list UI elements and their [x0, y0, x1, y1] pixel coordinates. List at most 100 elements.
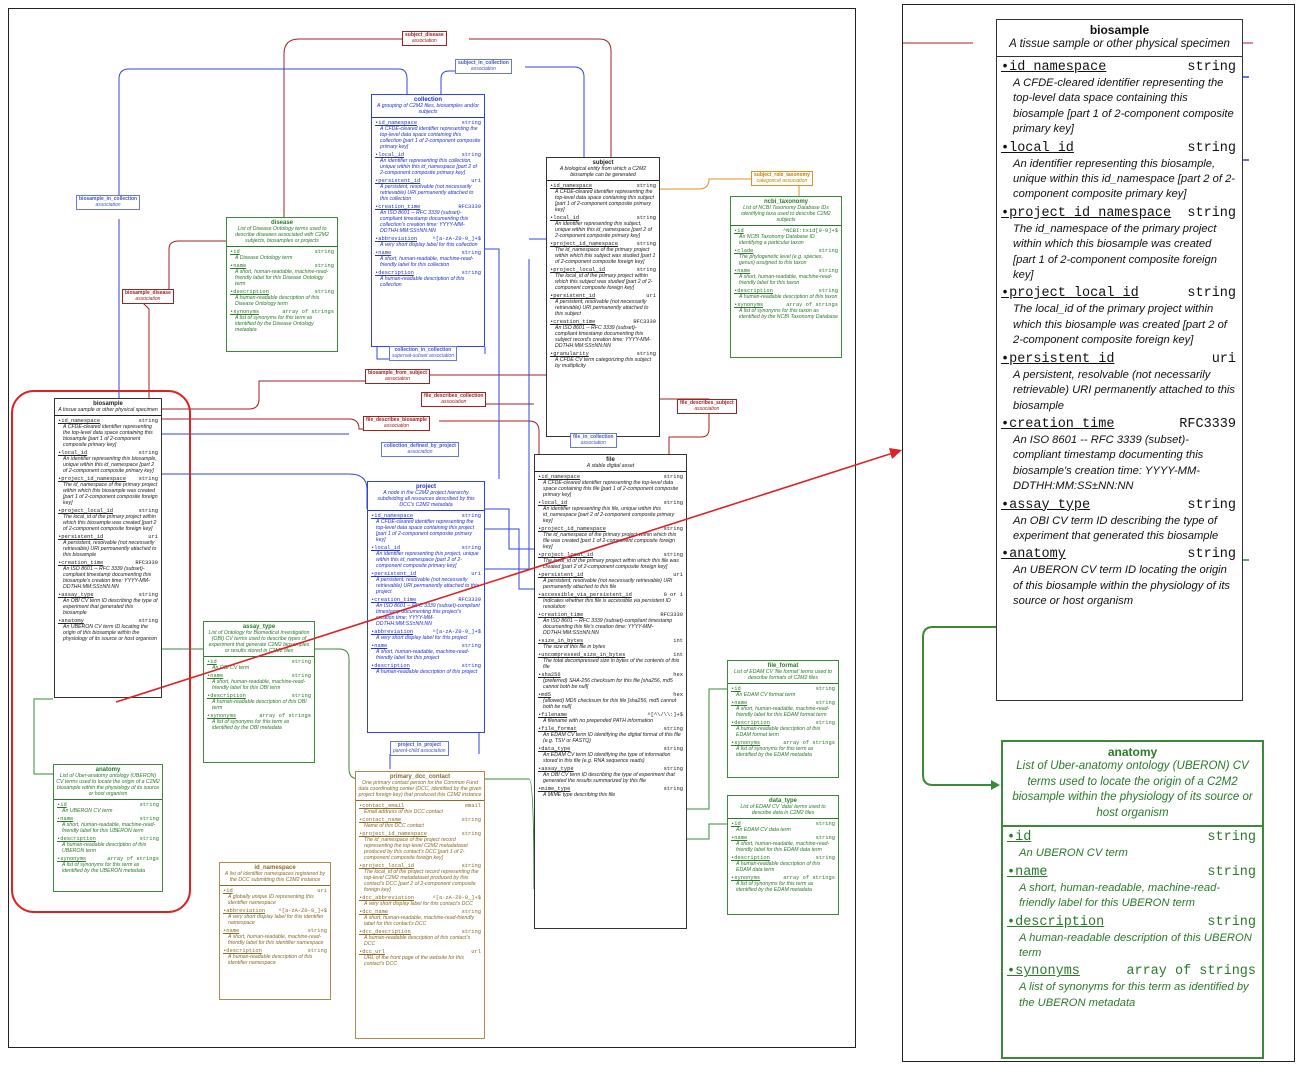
field-description: An identifier representing this project,… [376, 551, 479, 569]
field-type: string [815, 700, 835, 706]
zoom-field-type: string [1187, 205, 1236, 221]
field-name: •synonyms [734, 302, 764, 308]
entity-description: A stable digital asset [586, 463, 635, 469]
field-description: A human-readable description of this Dis… [235, 295, 320, 307]
field-description: Name of this DCC contact [364, 823, 424, 829]
field-description: An EDAM CV data term [736, 827, 791, 833]
field-name: •data_type [538, 746, 571, 752]
field-description: An EDAM CV term ID identifying the type … [543, 752, 671, 764]
field-name: •dcc_abbreviation [359, 895, 414, 901]
field-description: A persistent, resolvable (not necessaril… [380, 184, 474, 202]
field-name: •project_id_namespace [359, 831, 427, 837]
zoom-field-name: •description [1007, 914, 1105, 930]
zoom-field-description: The local_id of the primary project with… [1013, 303, 1227, 347]
association-kind: association [441, 398, 467, 405]
connector-line [283, 38, 402, 55]
zoom-field-type: string [1207, 830, 1256, 846]
field-description: A very short display label for this proj… [376, 635, 468, 641]
association-kind: association [694, 405, 720, 412]
zoom-field-type: array of strings [1126, 964, 1256, 980]
zoom-field-name: •id_namespace [1001, 60, 1107, 75]
field-description: An OBI CV term [212, 665, 250, 671]
field-description: The size of this file in bytes [543, 644, 606, 650]
field-type: string [815, 686, 835, 692]
field-type: ^[^\/\\:]+$ [647, 712, 683, 718]
field-type: array of strings [783, 740, 835, 746]
zoom-biosample-entity[interactable]: biosample A tissue sample or other physi… [996, 19, 1243, 701]
field-description: Email address of this DCC contact [364, 809, 443, 815]
field-description: A short, human-readable, machine-read-fr… [739, 274, 833, 286]
zoom-anatomy-entity[interactable]: anatomy List of Uber-anatomy ontology (U… [1001, 740, 1264, 1059]
field-description: An OBI CV term ID describing the type of… [543, 772, 675, 784]
association-kind: supersat-subset association [392, 352, 454, 359]
association-kind: association [470, 65, 496, 72]
field-name: •id [734, 228, 744, 234]
field-type: RFC3339 [633, 319, 656, 325]
zoom-field-type: uri [1211, 351, 1236, 367]
field-description: An UBERON CV term [62, 808, 113, 814]
field-name: •name [223, 928, 240, 934]
field-name: •abbreviation [223, 908, 266, 914]
zoom-anatomy-description: List of Uber-anatomy ontology (UBERON) C… [1012, 760, 1253, 819]
field-description: The id_namespace of the project record r… [364, 837, 468, 861]
zoom-field-type: string [1207, 864, 1256, 880]
field-type: uri [646, 293, 656, 299]
field-description: A short, human-readable, machine-read-fr… [736, 841, 830, 853]
field-name: •file_format [538, 726, 577, 732]
field-type: array of strings [282, 309, 334, 315]
field-description: A CFDE CV term categorizing this subject… [555, 357, 652, 369]
field-description: The local_id of the project record repre… [364, 869, 479, 893]
field-type: string [461, 929, 481, 935]
field-name: •description [223, 948, 262, 954]
field-description: The total decompressed size in bytes of … [543, 658, 680, 670]
association-name: subject_disease [405, 32, 444, 38]
field-description: A short, human-readable, machine-read-fr… [228, 934, 324, 946]
zoom-field-name: •synonyms [1007, 964, 1080, 980]
field-type: ^[a-zA-Z0-9_]+$ [432, 236, 481, 242]
connector-line [485, 248, 500, 479]
zoom-anatomy-header: anatomy List of Uber-anatomy ontology (U… [1003, 742, 1262, 828]
field-description: A list of synonyms for this term as iden… [235, 315, 314, 333]
entity-title: collection [413, 97, 442, 103]
